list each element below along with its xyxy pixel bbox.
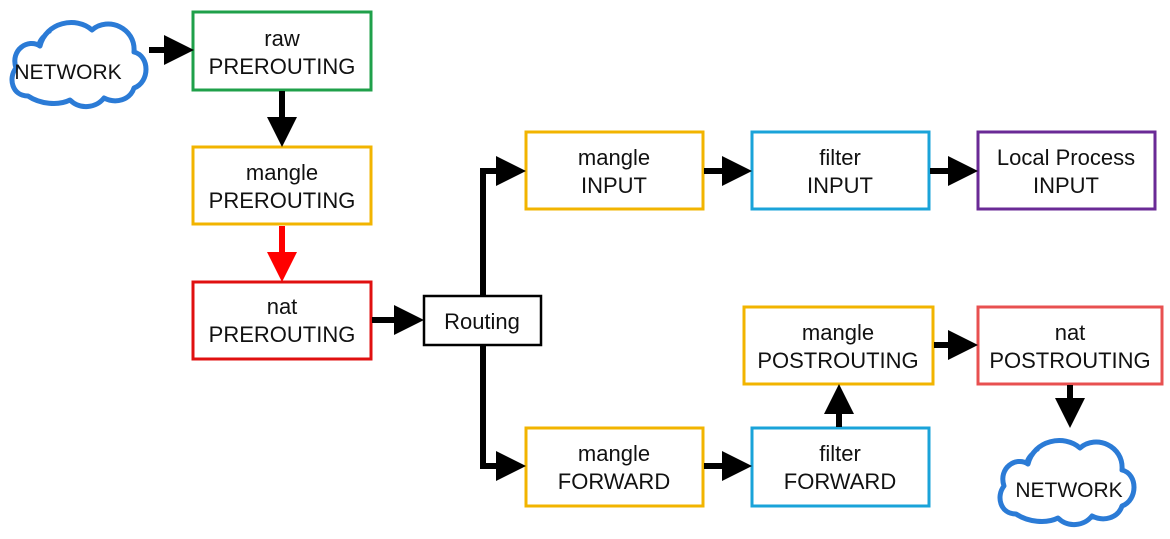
local-process-input-line2: INPUT xyxy=(1033,173,1099,198)
cloud-highlight xyxy=(1024,448,1040,464)
cloud-highlight xyxy=(36,30,52,46)
nat-prerouting-line2: PREROUTING xyxy=(209,322,356,347)
nat-prerouting-box: nat PREROUTING xyxy=(191,280,373,361)
arrow-routing-to-mangle-forward xyxy=(480,346,526,481)
mangle-prerouting-line2: PREROUTING xyxy=(209,188,356,213)
filter-input-line1: filter xyxy=(819,145,861,170)
network-out-label: NETWORK xyxy=(1015,479,1122,502)
raw-prerouting-line1: raw xyxy=(264,26,300,51)
nat-prerouting-line1: nat xyxy=(267,294,298,319)
nat-postrouting-box: nat POSTROUTING xyxy=(976,305,1164,386)
mangle-input-line2: INPUT xyxy=(581,173,647,198)
mangle-input-line1: mangle xyxy=(578,145,650,170)
mangle-postrouting-box: mangle POSTROUTING xyxy=(742,305,935,386)
filter-input-box: filter INPUT xyxy=(750,130,931,211)
flow-arrows xyxy=(149,35,1085,481)
network-in-label: NETWORK xyxy=(14,61,121,84)
raw-prerouting-line2: PREROUTING xyxy=(209,54,356,79)
mangle-forward-line1: mangle xyxy=(578,441,650,466)
raw-prerouting-box: raw PREROUTING xyxy=(191,10,373,92)
filter-forward-box: filter FORWARD xyxy=(750,426,931,508)
local-process-input-line1: Local Process xyxy=(997,145,1135,170)
network-cloud-out: NETWORK xyxy=(997,438,1137,527)
routing-label: Routing xyxy=(444,309,520,334)
network-cloud-in: NETWORK xyxy=(9,20,149,109)
mangle-forward-line2: FORWARD xyxy=(558,469,670,494)
nat-postrouting-line1: nat xyxy=(1055,320,1086,345)
mangle-postrouting-line1: mangle xyxy=(802,320,874,345)
routing-box: Routing xyxy=(422,294,543,347)
mangle-input-box: mangle INPUT xyxy=(524,130,705,211)
nat-postrouting-line2: POSTROUTING xyxy=(989,348,1150,373)
cloud-icon xyxy=(9,20,149,109)
mangle-forward-box: mangle FORWARD xyxy=(524,426,705,508)
mangle-prerouting-line1: mangle xyxy=(246,160,318,185)
arrow-routing-to-mangle-input xyxy=(480,156,526,295)
mangle-prerouting-box: mangle PREROUTING xyxy=(191,145,373,226)
filter-input-line2: INPUT xyxy=(807,173,873,198)
filter-forward-line2: FORWARD xyxy=(784,469,896,494)
filter-forward-line1: filter xyxy=(819,441,861,466)
cloud-icon xyxy=(997,438,1137,527)
mangle-postrouting-line2: POSTROUTING xyxy=(757,348,918,373)
local-process-input-box: Local Process INPUT xyxy=(976,130,1157,211)
